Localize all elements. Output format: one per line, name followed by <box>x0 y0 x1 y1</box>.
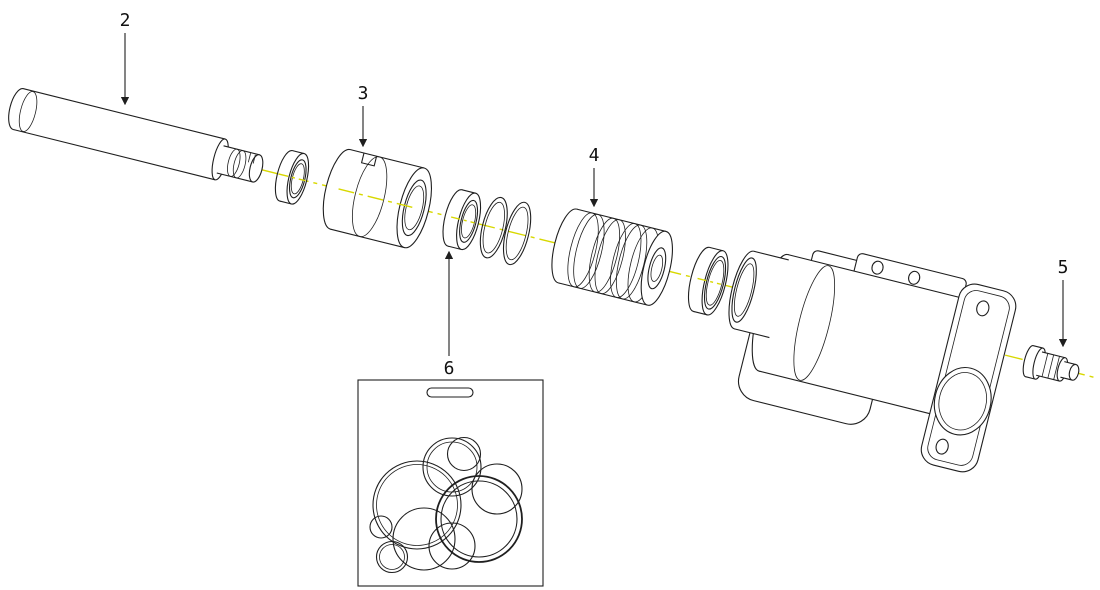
callout-gland[interactable]: 3 <box>358 83 369 148</box>
o-ring <box>471 463 523 515</box>
neck-bore <box>731 257 757 323</box>
seal-ring-part <box>442 189 482 251</box>
cylinder-body-part <box>728 250 1017 473</box>
piston-rings-part <box>479 196 532 266</box>
callout-seal[interactable]: 6 <box>444 250 455 379</box>
o-ring <box>375 540 409 574</box>
port-hole <box>908 270 921 285</box>
seal-kit-bag <box>357 379 544 587</box>
callout-plug-label[interactable]: 5 <box>1058 257 1069 278</box>
o-ring <box>446 436 482 472</box>
o-ring <box>379 544 405 570</box>
keyway-notch <box>360 152 378 167</box>
o-ring <box>392 507 456 571</box>
callout-piston-label[interactable]: 4 <box>589 145 600 166</box>
plug-part <box>1022 345 1080 382</box>
end-ring-part <box>687 246 729 316</box>
assembly-axis-group <box>8 88 1096 473</box>
flange-bore <box>933 367 992 436</box>
o-ring <box>369 515 393 539</box>
port-hole <box>871 260 884 275</box>
hang-slot <box>426 387 474 398</box>
bolt-hole <box>935 438 949 455</box>
callout-plug[interactable]: 5 <box>1058 257 1069 348</box>
o-ring <box>422 437 482 497</box>
o-ring <box>376 464 458 546</box>
callout-seal-label[interactable]: 6 <box>444 358 455 379</box>
callout-rod-label[interactable]: 2 <box>120 10 131 31</box>
o-ring <box>428 522 476 570</box>
callout-rod[interactable]: 2 <box>120 10 131 106</box>
centerline-overlay <box>278 173 722 285</box>
o-ring <box>440 480 518 558</box>
callout-gland-label[interactable]: 3 <box>358 83 369 104</box>
bolt-hole <box>976 300 990 317</box>
rod-part <box>8 88 264 183</box>
callout-piston[interactable]: 4 <box>589 145 600 208</box>
piston-part <box>551 208 673 306</box>
o-ring <box>372 460 462 550</box>
o-ring <box>435 475 523 563</box>
